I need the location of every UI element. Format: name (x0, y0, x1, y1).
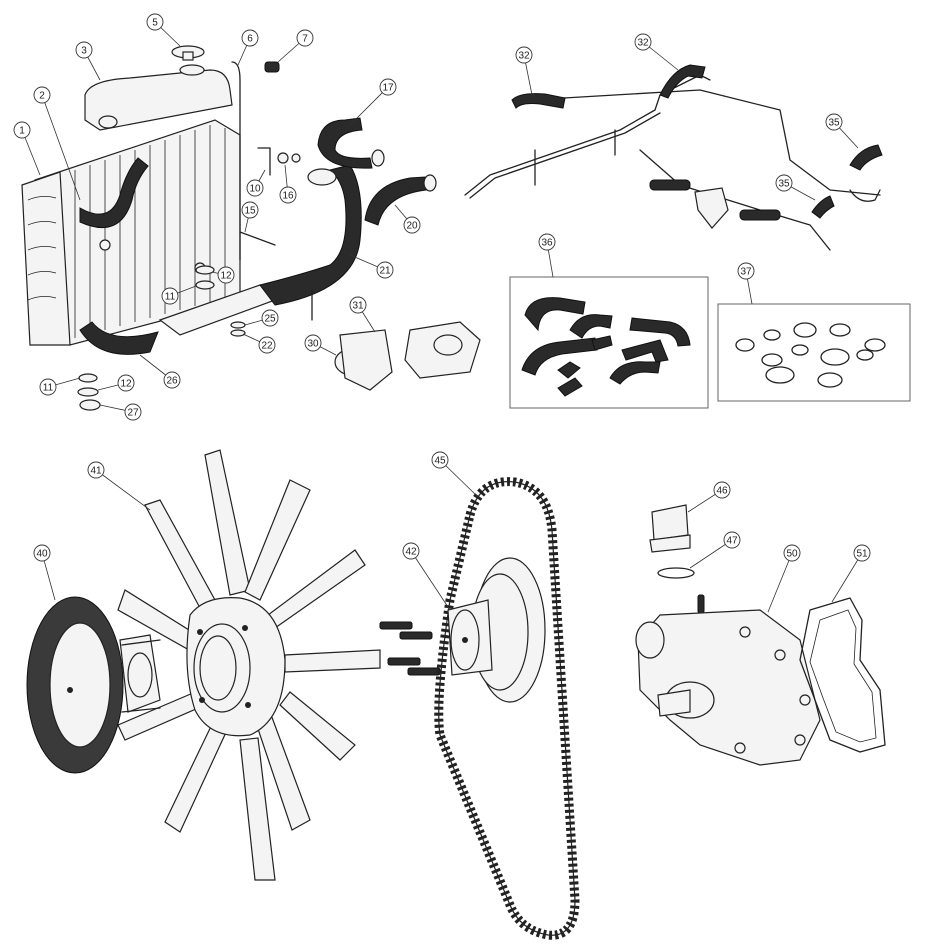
svg-text:46: 46 (716, 486, 728, 497)
callout-26: 26 (139, 354, 181, 389)
callout-15: 15 (241, 201, 259, 233)
callout-41: 41 (87, 461, 151, 511)
studs (379, 621, 441, 676)
callout-40: 40 (33, 544, 56, 601)
callout-50: 50 (767, 544, 801, 613)
svg-text:25: 25 (264, 314, 276, 325)
callout-17: 17 (349, 78, 397, 126)
svg-text:36: 36 (541, 238, 553, 249)
fan-assembly (26, 449, 381, 881)
svg-text:40: 40 (36, 549, 48, 560)
svg-text:30: 30 (307, 339, 319, 350)
svg-text:5: 5 (152, 18, 158, 29)
callout-11b: 11 (39, 377, 81, 396)
belt-pulley (434, 477, 580, 940)
callout-32a: 32 (515, 46, 533, 96)
callout-1: 1 (13, 121, 41, 176)
callout-6: 6 (237, 29, 259, 66)
svg-text:21: 21 (379, 266, 391, 277)
svg-text:35: 35 (828, 118, 840, 129)
callout-12b: 12 (97, 374, 135, 392)
callout-21: 21 (349, 254, 394, 279)
svg-text:47: 47 (726, 536, 738, 547)
callout-3: 3 (75, 41, 101, 81)
svg-text:51: 51 (856, 549, 868, 560)
callout-7: 7 (277, 29, 314, 63)
callout-46: 46 (687, 481, 731, 513)
heater-pipework (464, 64, 883, 251)
callout-42: 42 (402, 542, 451, 611)
callout-45: 45 (431, 451, 479, 498)
hose-kit-box (509, 276, 709, 409)
callout-22: 22 (242, 333, 276, 354)
svg-text:7: 7 (302, 34, 308, 45)
callout-5: 5 (146, 13, 181, 47)
callout-27: 27 (99, 403, 142, 421)
svg-text:15: 15 (244, 206, 256, 217)
svg-text:37: 37 (740, 267, 752, 278)
svg-text:17: 17 (382, 83, 394, 94)
callout-35b: 35 (775, 174, 816, 201)
svg-text:12: 12 (220, 271, 232, 282)
callout-47: 47 (689, 531, 741, 569)
callout-2: 2 (33, 86, 81, 201)
svg-text:42: 42 (405, 547, 417, 558)
thermostat-group (334, 321, 481, 391)
svg-text:10: 10 (249, 184, 261, 195)
callout-35a: 35 (825, 113, 859, 149)
callout-25: 25 (244, 309, 279, 327)
svg-text:20: 20 (406, 221, 418, 232)
svg-text:41: 41 (90, 466, 102, 477)
svg-text:32: 32 (518, 51, 530, 62)
radiator-assembly (21, 45, 437, 411)
svg-text:27: 27 (127, 408, 139, 419)
svg-text:12: 12 (120, 379, 132, 390)
svg-text:1: 1 (19, 126, 25, 137)
svg-text:31: 31 (352, 301, 364, 312)
callout-12a: 12 (211, 266, 235, 284)
callout-31: 31 (349, 296, 376, 333)
svg-text:11: 11 (43, 383, 54, 394)
callout-32b: 32 (634, 33, 679, 71)
clip-kit-box (717, 303, 911, 402)
water-pump (635, 504, 886, 766)
callout-37: 37 (737, 262, 755, 305)
svg-text:45: 45 (434, 456, 446, 467)
svg-text:32: 32 (637, 38, 649, 49)
svg-text:50: 50 (786, 549, 798, 560)
svg-text:11: 11 (165, 292, 176, 303)
callout-labels: 1 2 3 5 6 7 17 10 16 15 20 21 12 11 25 2… (13, 13, 871, 613)
svg-text:26: 26 (166, 376, 178, 387)
svg-text:3: 3 (81, 46, 87, 57)
callout-20: 20 (394, 204, 421, 234)
callout-10: 10 (246, 169, 266, 197)
svg-text:2: 2 (39, 91, 45, 102)
svg-text:22: 22 (261, 341, 273, 352)
svg-text:6: 6 (247, 34, 253, 45)
callout-30: 30 (304, 334, 337, 356)
svg-text:35: 35 (778, 179, 790, 190)
svg-text:16: 16 (282, 191, 294, 202)
callout-11a: 11 (161, 285, 197, 305)
callout-51: 51 (831, 544, 871, 603)
callout-16: 16 (279, 164, 297, 204)
callout-36: 36 (538, 233, 556, 278)
